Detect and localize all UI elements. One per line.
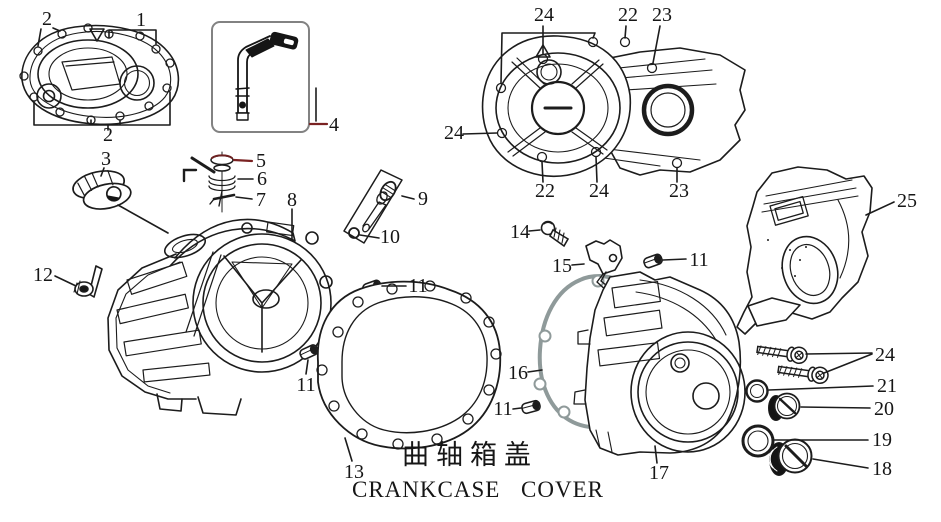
leader-lines: [33, 25, 895, 469]
leader-24-left: [462, 132, 498, 135]
callout-2-clutch-b: 2: [103, 124, 113, 146]
part-18-cap-drawing: [768, 438, 813, 476]
callout-21: 21: [877, 375, 897, 397]
leader-18: [812, 458, 869, 469]
part-5-6-7-drain-assembly-drawing: [182, 151, 236, 213]
callout-25: 25: [897, 190, 917, 212]
callout-22-top: 22: [618, 4, 638, 26]
callout-2-clutch-a: 2: [42, 8, 52, 30]
callout-4: 4: [329, 114, 339, 136]
part-24-bolt-a: [756, 345, 808, 365]
callout-24-right: 24: [875, 344, 895, 366]
callout-13: 13: [344, 461, 364, 483]
leader-12: [54, 275, 77, 287]
leader-16: [527, 369, 543, 373]
part-19-oring-drawing: [741, 424, 775, 458]
part-9-10-dipstick-drawing: [343, 169, 403, 244]
leader-24-top: [500, 25, 596, 84]
leader-24-right: [805, 352, 873, 374]
callout-16: 16: [508, 362, 528, 384]
callout-22-bottom: 22: [535, 180, 555, 202]
part-12-pin-drawing: [73, 265, 103, 298]
part-11-clip-b: [299, 344, 319, 360]
part-17-cover-drawing: [573, 271, 746, 456]
callout-11-c: 11: [689, 249, 708, 271]
callout-1: 1: [136, 9, 146, 31]
part-20-cap-drawing: [768, 392, 801, 421]
part-4-box-drawing: [211, 21, 310, 133]
leader-14: [528, 229, 541, 232]
callout-24-left: 24: [444, 122, 464, 144]
leader-22-top: [624, 25, 627, 39]
leader-13: [344, 437, 353, 462]
leader-3: [100, 167, 169, 234]
callout-24-top: 24: [534, 4, 554, 26]
leader-22-bottom: [541, 161, 544, 183]
part-25-shroud-drawing: [736, 166, 873, 335]
part-11-clip-c: [643, 253, 663, 269]
leader-7: [235, 196, 253, 200]
leader-10: [359, 234, 380, 239]
part-3-grommet-drawing: [72, 169, 132, 210]
leader-11b: [305, 359, 309, 375]
callout-17: 17: [649, 462, 669, 484]
callout-5: 5: [256, 150, 266, 172]
part-24-bolt-b: [777, 365, 829, 385]
part-8-crankcase-drawing: [107, 218, 337, 416]
callout-3: 3: [101, 148, 111, 170]
part-13-gasket-drawing: [316, 280, 502, 450]
part-11-clip-d: [521, 399, 541, 415]
callout-10: 10: [380, 226, 400, 248]
callout-14: 14: [510, 221, 530, 243]
leader-24-bottom: [595, 156, 598, 183]
leader-9: [401, 195, 415, 200]
leader-11c: [662, 258, 687, 261]
callout-12: 12: [33, 264, 53, 286]
leader-2-bottom: [33, 91, 171, 131]
callout-11-b: 11: [296, 374, 315, 396]
leader-5-red: [232, 158, 254, 163]
leader-23-top: [652, 25, 661, 64]
leader-1: [108, 29, 157, 45]
callout-labels: 2 1 2 3 4 5 6 7 8 9 10 11 12 11 13 14 15…: [33, 4, 917, 484]
callout-7: 7: [256, 189, 266, 211]
leader-21: [768, 385, 874, 391]
part-22-23-24-stator-cover-drawing: [481, 35, 746, 178]
callout-24-bottom: 24: [589, 180, 609, 202]
leader-11d: [512, 407, 522, 410]
callout-20: 20: [874, 398, 894, 420]
callout-11-a: 11: [408, 275, 427, 297]
part-1-2-clutch-cover-drawing: [19, 23, 180, 126]
callout-15: 15: [552, 255, 572, 277]
callout-23-top: 23: [652, 4, 672, 26]
leader-17: [654, 445, 658, 464]
callout-23-bottom: 23: [669, 180, 689, 202]
caption-english-title: CRANKCASE COVER: [352, 477, 604, 502]
part-21-oring-drawing: [745, 379, 769, 403]
leader-20: [800, 406, 871, 409]
leader-2-topleft: [37, 27, 61, 47]
leader-15: [571, 263, 585, 266]
caption-chinese-title: 曲轴箱盖: [402, 440, 538, 470]
callout-18: 18: [872, 458, 892, 480]
callout-8: 8: [287, 189, 297, 211]
part-14-screw-drawing: [540, 220, 570, 248]
callout-9: 9: [418, 188, 428, 210]
leader-25: [865, 201, 895, 216]
callout-6: 6: [257, 168, 267, 190]
callout-11-d: 11: [493, 398, 512, 420]
callout-19: 19: [872, 429, 892, 451]
